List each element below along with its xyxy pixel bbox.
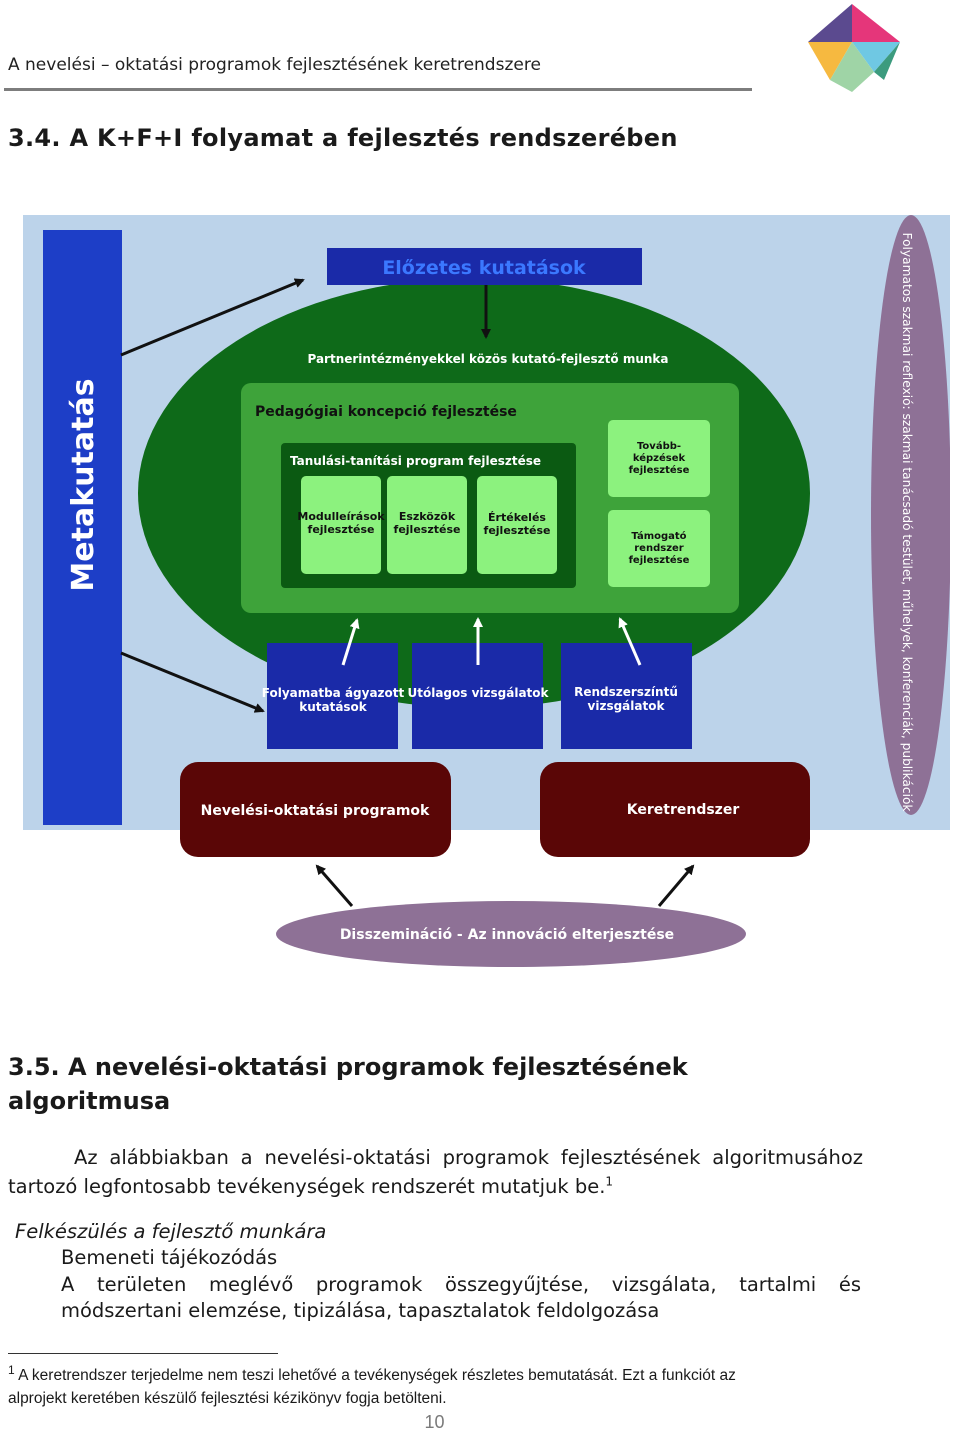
elozetes-box bbox=[327, 248, 642, 285]
folyamatba-box bbox=[267, 643, 398, 749]
step-programok: A területen meglévő programok összegyűjt… bbox=[61, 1273, 861, 1322]
running-header: A nevelési – oktatási programok fejleszt… bbox=[8, 55, 541, 75]
metakutatas-label: Metakutatás bbox=[66, 378, 101, 591]
disszeminacio-label: Disszemináció - Az innováció elterjeszté… bbox=[340, 927, 674, 943]
ertekeles-box bbox=[477, 476, 557, 574]
metakutatas-bar bbox=[43, 230, 122, 825]
rendszerszintu-box bbox=[561, 643, 692, 749]
arrow-meta-to-folyamatba bbox=[120, 651, 265, 713]
reflexio-label: Folyamatos szakmai reflexió: szakmai tan… bbox=[900, 233, 914, 813]
tamogato-box bbox=[608, 510, 710, 587]
intro-paragraph-text: Az alábbiakban a nevelési-oktatási progr… bbox=[8, 1146, 863, 1198]
tovabbkepzes-label-1: Tovább- bbox=[637, 440, 681, 452]
footnote-rule bbox=[8, 1353, 278, 1354]
footnote-reference[interactable]: 1 bbox=[605, 1174, 614, 1189]
disszeminacio-ellipse bbox=[276, 901, 746, 967]
rendszerszintu-label-1: Rendszerszíntű bbox=[574, 685, 678, 699]
modul-box bbox=[301, 476, 381, 574]
nevelesi-box bbox=[180, 762, 451, 857]
project-logo bbox=[808, 4, 900, 92]
arrow-disz-to-keret bbox=[657, 864, 695, 907]
tovabbkepzes-label-2: képzések bbox=[633, 452, 686, 464]
footnote: 1 A keretrendszer terjedelme nem teszi l… bbox=[8, 1364, 908, 1410]
eszkoz-box bbox=[387, 476, 467, 574]
step-bemeneti: Bemeneti tájékozódás bbox=[61, 1246, 278, 1269]
arrow-disz-to-nevelesi bbox=[315, 864, 354, 907]
section-35-title-line1: 3.5. A nevelési-oktatási programok fejle… bbox=[8, 1053, 688, 1081]
tamogato-label-2: rendszer bbox=[634, 543, 684, 554]
page-number: 10 bbox=[424, 1412, 445, 1432]
eszkoz-label-2: fejlesztése bbox=[394, 523, 461, 536]
ertekeles-label-2: fejlesztése bbox=[484, 524, 551, 537]
keretrendszer-label: Keretrendszer bbox=[627, 802, 740, 818]
section-35-title-line2: algoritmusa bbox=[8, 1087, 171, 1115]
footnote-text1: A keretrendszer terjedelme nem teszi leh… bbox=[18, 1367, 736, 1384]
tamogato-label-1: Támogató bbox=[631, 530, 686, 542]
header-rule bbox=[4, 88, 752, 91]
modul-label-2: fejlesztése bbox=[308, 523, 375, 536]
elozetes-label: Előzetes kutatások bbox=[382, 257, 586, 279]
footnote-line2: alprojekt keretében készülő fejlesztési … bbox=[8, 1390, 447, 1407]
utolagos-label: Utólagos vizsgálatok bbox=[407, 686, 549, 700]
arrow-rendszerszintu-up bbox=[618, 617, 642, 666]
nevelesi-label: Nevelési-oktatási programok bbox=[201, 803, 430, 819]
kfi-process-diagram: Metakutatás Előzetes kutatások Partnerin… bbox=[23, 215, 950, 967]
tovabbkepzes-box bbox=[608, 420, 710, 497]
folyamatba-label-1: Folyamatba ágyazott bbox=[262, 686, 405, 700]
intro-paragraph: Az alábbiakban a nevelési-oktatási progr… bbox=[8, 1143, 863, 1201]
section-35-title: 3.5. A nevelési-oktatási programok fejle… bbox=[8, 1050, 908, 1118]
tovabbkepzes-label-3: fejlesztése bbox=[629, 464, 690, 476]
keretrendszer-box bbox=[540, 762, 810, 857]
tanulasi-label: Tanulási-tanítási program fejlesztése bbox=[290, 454, 541, 468]
reflexio-ellipse bbox=[871, 215, 950, 815]
arrow-meta-to-elozetes bbox=[120, 278, 305, 357]
rendszerszintu-label-2: vizsgálatok bbox=[588, 699, 666, 713]
modul-label-1: Modulleírások bbox=[297, 510, 385, 523]
folyamatba-label-2: kutatások bbox=[299, 700, 368, 714]
partner-label: Partnerintézményekkel közös kutató-fejle… bbox=[307, 352, 668, 366]
ertekeles-label-1: Értékelés bbox=[488, 511, 546, 524]
footnote-line1: 1 A keretrendszer terjedelme nem teszi l… bbox=[8, 1364, 908, 1387]
section-34-title: 3.4. A K+F+I folyamat a fejlesztés rends… bbox=[8, 124, 678, 152]
preparation-heading: Felkészülés a fejlesztő munkára bbox=[15, 1220, 327, 1243]
footnote-number: 1 bbox=[8, 1362, 15, 1377]
pedagogiai-label: Pedagógiai koncepció fejlesztése bbox=[255, 404, 517, 420]
eszkoz-label-1: Eszközök bbox=[399, 510, 456, 523]
arrow-folyamatba-up bbox=[341, 618, 360, 666]
tamogato-label-3: fejlesztése bbox=[629, 554, 690, 566]
